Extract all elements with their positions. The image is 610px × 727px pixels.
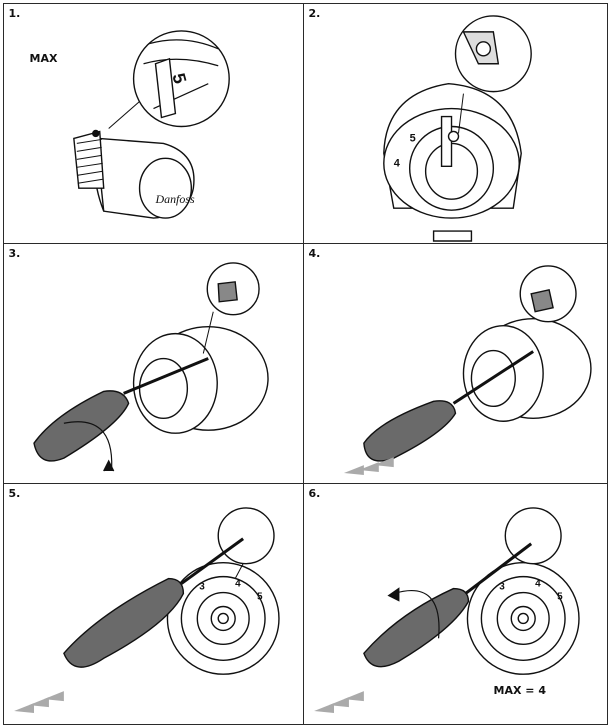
step-6-illustration: 3 4 5 xyxy=(313,484,607,713)
screwdriver-handle xyxy=(63,578,183,667)
step-3-panel: 3. xyxy=(2,242,304,484)
step-2-dial-4: 4 xyxy=(393,157,400,169)
push-arrows xyxy=(13,690,64,713)
step-5-dial-4: 4 xyxy=(235,578,241,589)
knurled-ring xyxy=(73,131,103,188)
step-6-panel: 6. 3 4 5 xyxy=(302,482,608,725)
screwdriver-handle xyxy=(363,588,468,666)
step-2-illustration: 4 5 xyxy=(304,4,607,243)
step-5-dial-5: 5 xyxy=(257,591,263,602)
step-1-max-label: MAX xyxy=(29,51,58,65)
push-arrows xyxy=(313,690,364,713)
step-6-dial-3: 3 xyxy=(499,581,505,592)
push-arrows xyxy=(343,456,394,475)
step-4-number: 4. xyxy=(308,246,321,260)
screwdriver-handle xyxy=(34,390,129,460)
step-4-illustration xyxy=(343,244,607,475)
step-3-number: 3. xyxy=(8,246,21,260)
screwdriver-handle xyxy=(363,400,455,460)
step-1-illustration: 5 Danfoss xyxy=(4,4,303,243)
brand-logo: Danfoss xyxy=(154,192,194,206)
step-6-dial-5: 5 xyxy=(557,591,563,602)
step-5-panel: 5. 3 4 5 xyxy=(2,482,304,725)
step-5-number: 5. xyxy=(8,486,21,500)
step-1-panel: 1. MAX 5 xyxy=(2,2,304,244)
step-6-dial-4: 4 xyxy=(535,578,541,589)
thermostat-front-face xyxy=(139,158,191,218)
step-2-dial-5: 5 xyxy=(409,132,415,144)
step-1-zoom-circle xyxy=(133,30,229,126)
step-3-illustration xyxy=(4,244,303,483)
step-2-number: 2. xyxy=(308,6,321,20)
step-1-number: 1. xyxy=(8,6,21,20)
step-6-max-label: MAX = 4 xyxy=(493,683,546,697)
step-6-zoom-circle xyxy=(505,507,561,563)
step-2-panel: 2. 4 5 xyxy=(302,2,608,244)
step-4-panel: 4. xyxy=(302,242,608,484)
step-5-zoom-circle xyxy=(218,507,274,563)
step-5-illustration: 3 4 5 xyxy=(13,484,303,713)
step-6-number: 6. xyxy=(308,486,321,500)
step-5-dial-3: 3 xyxy=(199,581,205,592)
